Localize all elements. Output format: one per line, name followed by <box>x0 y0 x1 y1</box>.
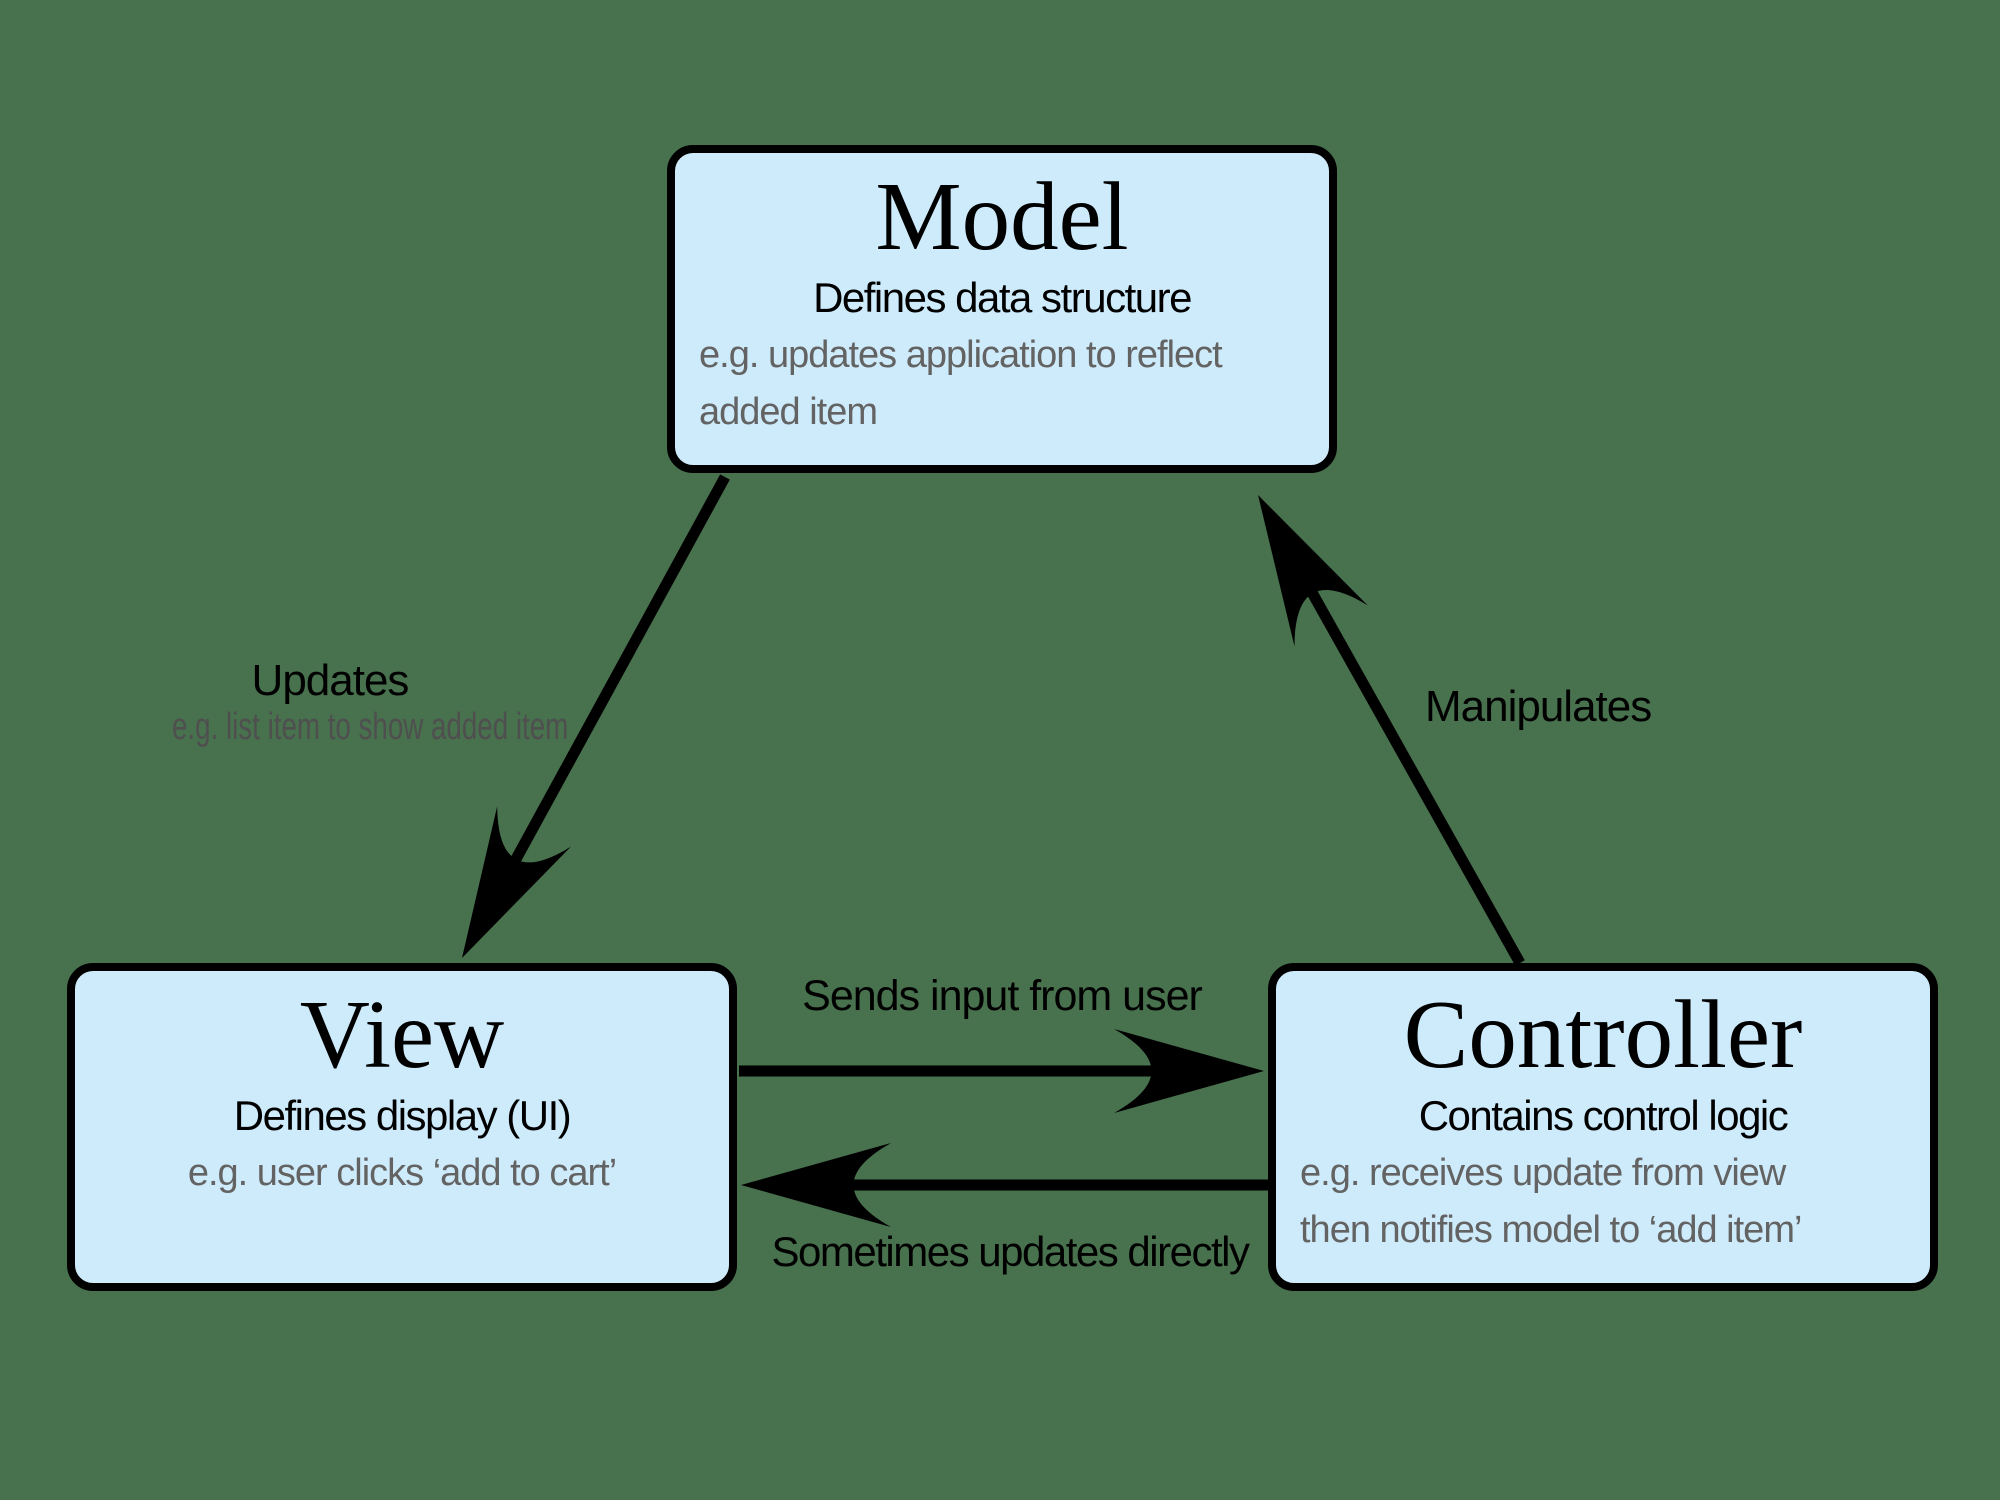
controller-example-line: e.g. receives update from view <box>1300 1151 1786 1194</box>
manipulates-label: Manipulates <box>1425 682 1652 731</box>
controller-to-view-arrow <box>741 1143 1272 1227</box>
model-example: e.g. updates application to reflect adde… <box>675 327 1329 441</box>
model-example-line: e.g. updates application to reflect <box>699 333 1223 376</box>
controller-example-line: then notifies model to ‘add item’ <box>1300 1208 1802 1251</box>
updates-label: Updates <box>251 656 410 705</box>
controller-box: Controller Contains control logic e.g. r… <box>1268 963 1938 1291</box>
controller-to-model-arrow <box>1221 474 1525 966</box>
controller-subtitle: Contains control logic <box>1418 1091 1789 1139</box>
view-title: View <box>299 981 505 1088</box>
view-example: e.g. user clicks ‘add to cart’ <box>75 1145 729 1202</box>
view-box: View Defines display (UI) e.g. user clic… <box>67 963 737 1291</box>
model-subtitle: Defines data structure <box>813 273 1192 321</box>
model-to-view-arrow <box>425 474 730 979</box>
view-example-line: e.g. user clicks ‘add to cart’ <box>187 1151 617 1194</box>
model-box: Model Defines data structure e.g. update… <box>667 145 1337 473</box>
updates-sublabel: e.g. list item to show added item <box>172 706 569 748</box>
controller-example: e.g. receives update from view then noti… <box>1276 1145 1930 1259</box>
controller-title: Controller <box>1403 981 1803 1088</box>
model-title: Model <box>875 163 1129 270</box>
view-to-controller-arrow <box>739 1029 1264 1113</box>
sends-input-label: Sends input from user <box>802 972 1203 1020</box>
view-subtitle: Defines display (UI) <box>233 1091 572 1139</box>
sometimes-updates-label: Sometimes updates directly <box>771 1228 1250 1275</box>
model-example-line: added item <box>699 390 878 433</box>
